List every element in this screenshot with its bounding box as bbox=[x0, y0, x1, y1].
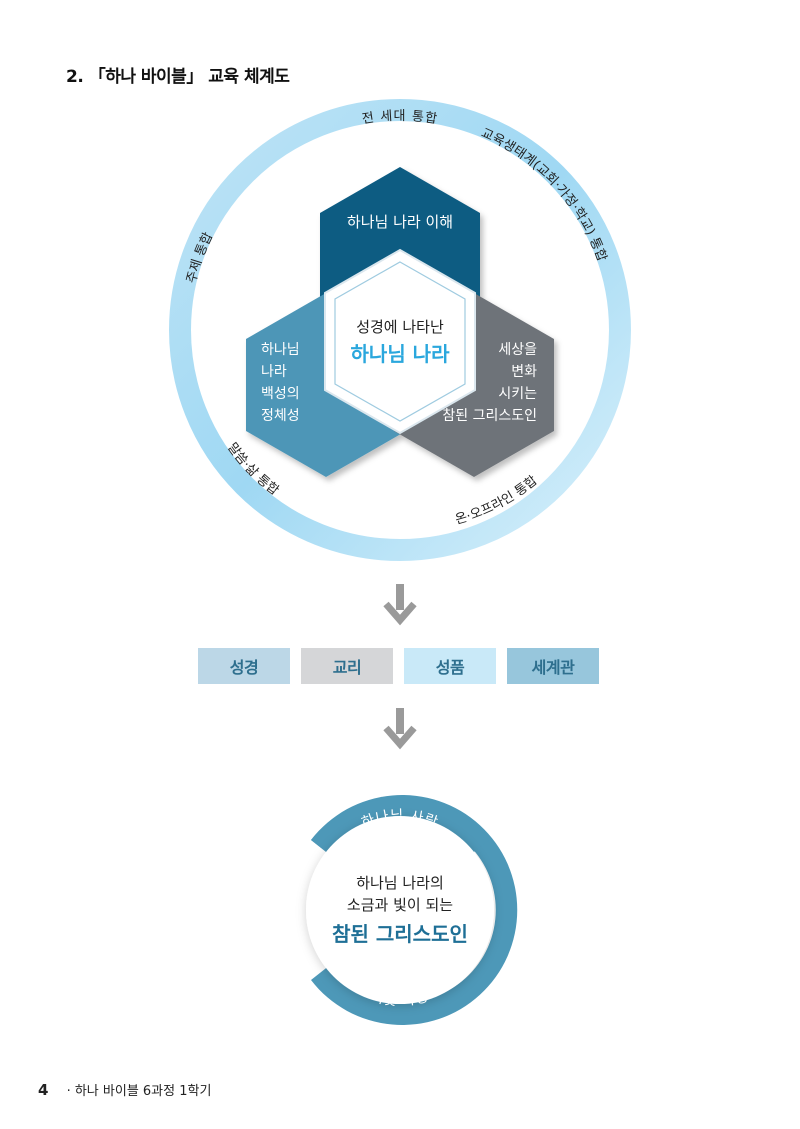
hexagon-center-inner-line bbox=[334, 261, 466, 422]
svg-text:백성의: 백성의 bbox=[261, 386, 300, 402]
goal-line1: 하나님 나라의 bbox=[356, 874, 444, 892]
down-arrow-icon bbox=[383, 708, 417, 750]
box-bible: 성경 bbox=[198, 648, 290, 684]
page-number: 4 bbox=[38, 1081, 49, 1099]
hexagon-left-label: 하나님 나라 백성의 정체성 bbox=[261, 342, 300, 424]
ring-label-right: 교육생태계(교회·가정·학교) 통합 bbox=[479, 126, 609, 264]
goal-diagram: 하나님 사랑 이웃 사랑 하나님 나라의 소금과 빛이 되는 참된 그리스도인 bbox=[306, 794, 518, 1025]
goal-line2: 소금과 빛이 되는 bbox=[347, 896, 453, 914]
box-doctrine: 교리 bbox=[301, 648, 393, 684]
goal-center-circle bbox=[306, 816, 494, 1004]
svg-text:하나님: 하나님 bbox=[261, 342, 300, 358]
goal-arc-bottom-label: 이웃 사랑 bbox=[369, 989, 431, 1009]
svg-text:정체성: 정체성 bbox=[261, 408, 300, 424]
hexagon-top-label: 하나님 나라 이해 bbox=[347, 213, 453, 231]
integration-ring bbox=[169, 99, 631, 561]
box-character: 성품 bbox=[404, 648, 496, 684]
ring-label-top: 전 세대 통합 bbox=[361, 109, 439, 127]
svg-text:시키는: 시키는 bbox=[498, 386, 537, 402]
svg-text:변화: 변화 bbox=[511, 364, 537, 380]
page-title: 2. 「하나 바이블」 교육 체계도 bbox=[66, 67, 290, 87]
svg-text:나라: 나라 bbox=[261, 364, 287, 380]
down-arrow-icon bbox=[383, 584, 417, 626]
goal-line3: 참된 그리스도인 bbox=[332, 922, 468, 946]
box-worldview: 세계관 bbox=[507, 648, 599, 684]
svg-text:참된 그리스도인: 참된 그리스도인 bbox=[442, 408, 537, 424]
goal-arc-top-label: 하나님 사랑 bbox=[360, 808, 441, 831]
svg-text:세상을: 세상을 bbox=[498, 342, 537, 358]
footer: 4 · 하나 바이블 6과정 1학기 bbox=[38, 1080, 211, 1099]
footer-text: · 하나 바이블 6과정 1학기 bbox=[66, 1084, 212, 1099]
hexagon-center bbox=[324, 248, 476, 435]
hexagon-right-label: 세상을 변화 시키는 참된 그리스도인 bbox=[442, 342, 537, 424]
center-label-line2: 하나님 나라 bbox=[351, 342, 451, 366]
center-label-line1: 성경에 나타난 bbox=[356, 318, 444, 336]
